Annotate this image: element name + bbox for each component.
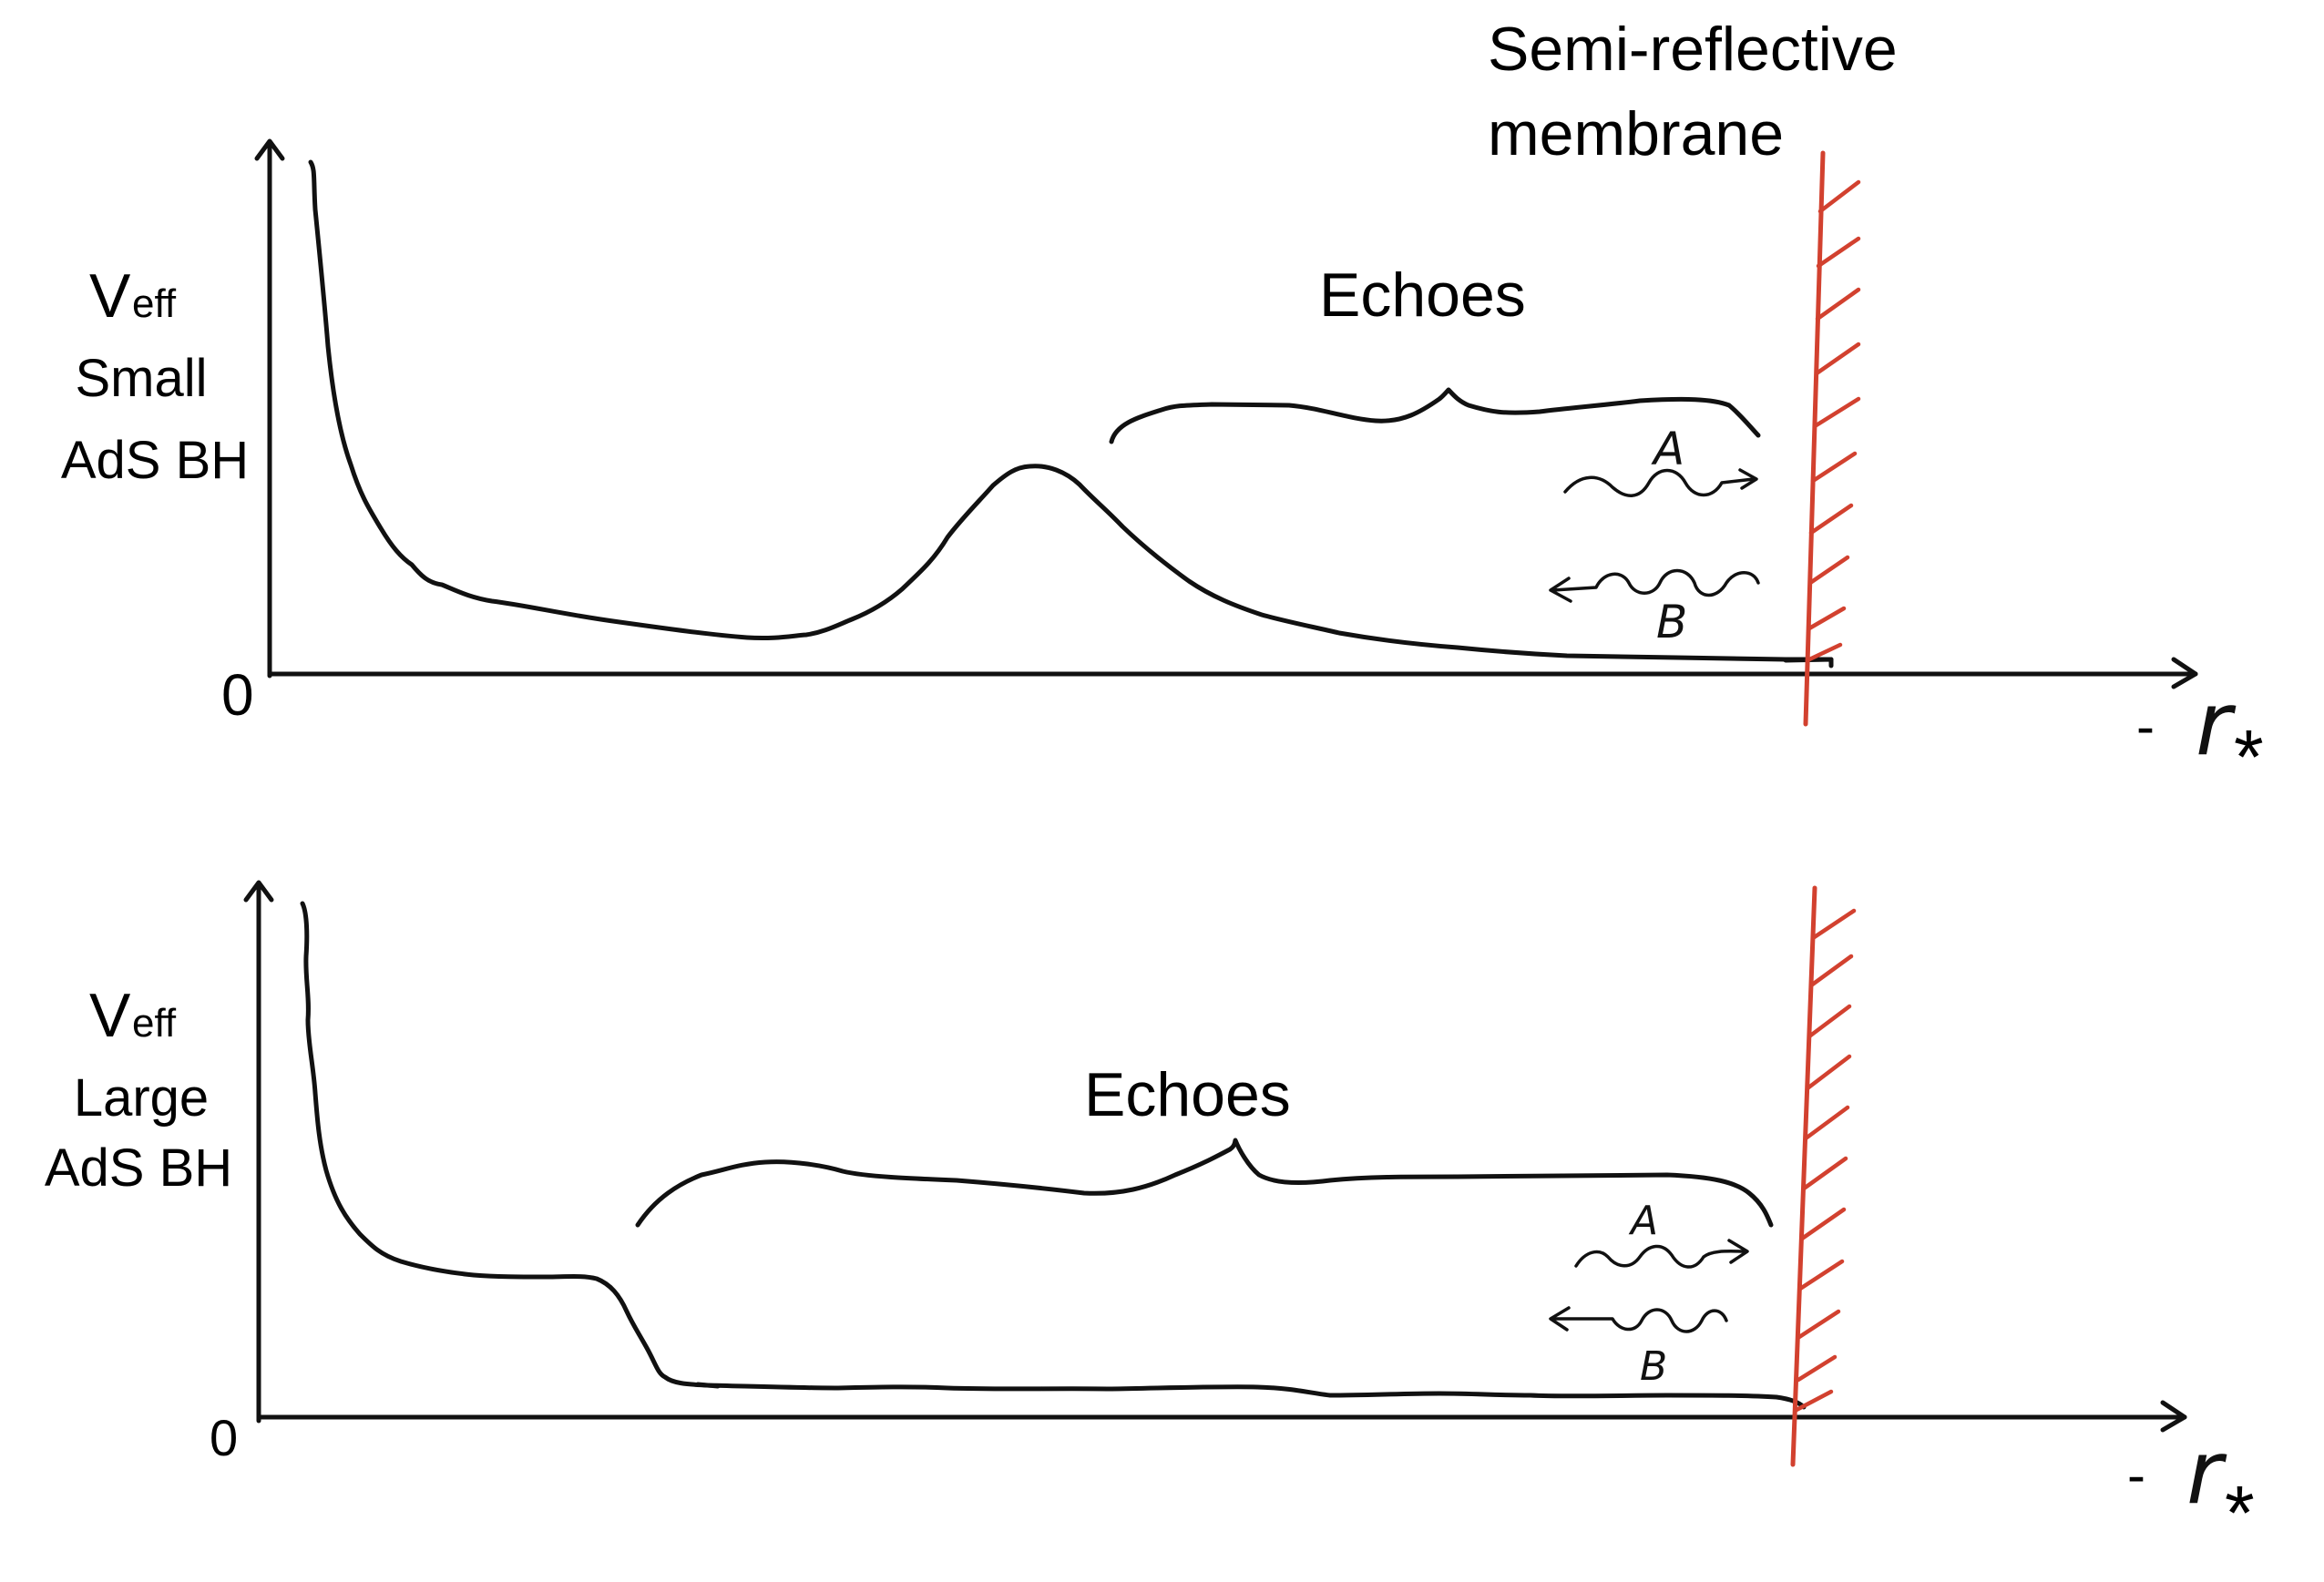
large-curve-kink <box>695 1382 721 1389</box>
membrane-title-line1: Semi-reflective <box>1488 15 1898 84</box>
large-desc-line1: Large <box>74 1068 209 1128</box>
large-y-label-main: V <box>89 981 131 1050</box>
large-y-label-sub: eff <box>132 1001 177 1046</box>
large-origin-label: 0 <box>210 1409 238 1466</box>
large-wave-b-label: B <box>1640 1343 1667 1390</box>
large-wave-a <box>1574 1244 1746 1269</box>
panel-small: V eff Small AdS BH 0 Echoes A B <box>61 138 2264 800</box>
large-wave-b <box>1551 1308 1728 1333</box>
small-membrane-line <box>1803 150 1826 727</box>
small-wave-b-arrowhead <box>1549 577 1572 603</box>
large-wave-a-arrowhead <box>1727 1239 1749 1264</box>
small-wave-b-label: B <box>1656 596 1687 648</box>
large-membrane-hatching <box>1794 908 1857 1413</box>
small-x-axis-arrow <box>2171 657 2198 689</box>
large-y-axis-arrow <box>243 880 274 903</box>
small-curve-tail <box>1783 657 1834 669</box>
small-y-label-main: V <box>89 261 131 331</box>
small-wave-a-label: A <box>1651 423 1684 475</box>
small-echoes-brace <box>1109 387 1761 444</box>
small-wave-b <box>1551 568 1760 597</box>
large-x-label-prefix: - <box>2127 1444 2145 1505</box>
large-x-axis-arrow <box>2160 1400 2187 1433</box>
small-y-label-sub: eff <box>132 281 177 326</box>
membrane-title-line2: membrane <box>1488 99 1784 168</box>
small-desc-line2: AdS BH <box>61 431 249 490</box>
large-wave-b-arrowhead <box>1549 1306 1571 1332</box>
small-wave-a-arrowhead <box>1738 468 1758 490</box>
large-desc-line2: AdS BH <box>45 1138 232 1198</box>
small-x-label-prefix: - <box>2136 696 2155 757</box>
small-membrane-hatching <box>1805 179 1861 663</box>
small-potential-curve <box>308 159 1834 662</box>
large-wave-a-label: A <box>1628 1198 1658 1244</box>
large-echoes-label: Echoes <box>1084 1060 1291 1129</box>
large-potential-curve <box>300 901 1807 1410</box>
large-x-label-main: r <box>2186 1422 2227 1524</box>
small-y-axis-arrow <box>254 138 285 161</box>
panel-large: V eff Large AdS BH 0 Echoes A B <box>45 880 2255 1556</box>
small-origin-label: 0 <box>221 662 254 728</box>
small-echoes-label: Echoes <box>1319 260 1526 330</box>
small-x-label-sub: * <box>2234 714 2264 800</box>
small-desc-line1: Small <box>75 349 207 408</box>
large-echoes-brace <box>635 1138 1774 1228</box>
small-x-label-main: r <box>2196 673 2237 775</box>
small-wave-a <box>1563 468 1756 497</box>
large-x-label-sub: * <box>2225 1470 2255 1556</box>
